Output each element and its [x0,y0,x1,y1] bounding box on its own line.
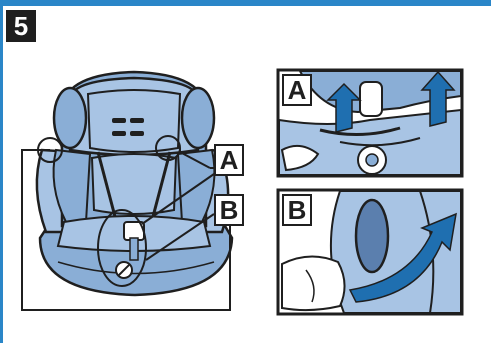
car-seat-illustration [37,72,232,295]
callout-label-a: A [214,144,244,176]
detail-label-b: B [282,194,312,226]
callout-label-b: B [214,194,244,226]
detail-label-a: A [282,74,312,106]
